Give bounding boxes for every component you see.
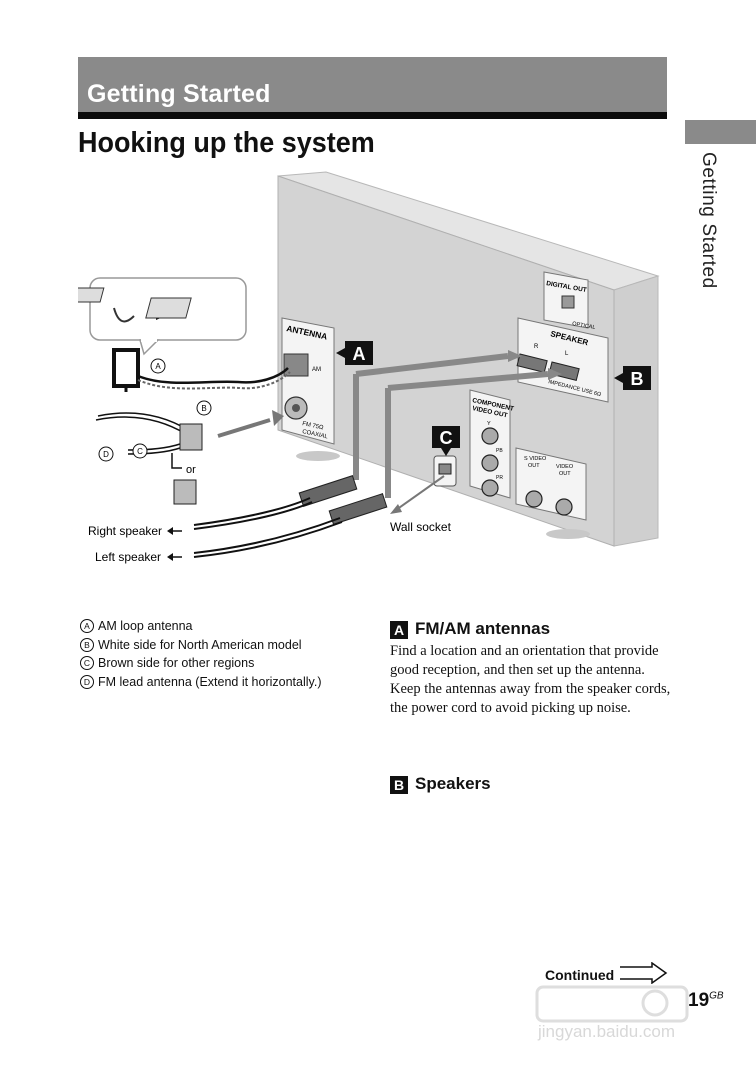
antenna-assembly-inset <box>78 277 247 356</box>
coaxial-label: COAXIAL <box>302 429 329 440</box>
am-loop-antenna <box>112 348 291 392</box>
am-label: AM <box>312 367 321 373</box>
legend-key: C <box>80 656 94 671</box>
svg-text:B: B <box>201 404 206 413</box>
video-jack <box>555 498 573 516</box>
callout-a: A <box>150 358 166 374</box>
speaker-panel: SPEAKER R L IMPEDANCE USE 6Ω <box>516 317 609 403</box>
legend-text: AM loop antenna <box>98 619 193 634</box>
am-terminal <box>283 353 309 377</box>
page-number-value: 19 <box>688 990 710 1011</box>
fm-connector-alt <box>173 479 197 505</box>
svg-text:B: B <box>631 369 644 389</box>
y-label: Y <box>487 421 491 427</box>
jack-y <box>481 427 499 445</box>
section-b-marker: B <box>390 775 408 794</box>
side-section-label: Getting Started <box>698 152 719 289</box>
legend-text: White side for North American model <box>98 637 302 652</box>
page-title: Hooking up the system <box>78 127 375 159</box>
speaker-cords <box>193 350 562 558</box>
speaker-r-label: R <box>534 344 539 350</box>
left-speaker-label: Left speaker <box>95 550 161 564</box>
jack-pb <box>481 454 499 472</box>
or-label: or <box>186 464 196 476</box>
legend-text: FM lead antenna (Extend it horizontally.… <box>98 674 322 689</box>
legend-item: D FM lead antenna (Extend it horizontally… <box>80 673 322 692</box>
svg-text:D: D <box>103 450 109 459</box>
svg-text:A: A <box>353 344 366 364</box>
callout-c: C <box>132 443 148 459</box>
continued-label: Continued <box>545 967 615 983</box>
section-a-title: FM/AM antennas <box>415 619 551 638</box>
antenna-panel: ANTENNA AM FM 75Ω COAXIAL <box>281 317 335 445</box>
component-video-panel: COMPONENT VIDEO OUT Y PB PR <box>469 389 514 499</box>
right-speaker-arrow <box>167 527 182 535</box>
hookup-diagram: ANTENNA AM FM 75Ω COAXIAL DIGITAL OUT OP… <box>78 171 660 564</box>
speaker-terminal-l <box>548 361 580 382</box>
page-number-suffix: GB <box>709 990 724 1002</box>
pr-label: PR <box>496 475 503 481</box>
watermark-text: jingyan.baidu.com <box>538 1022 676 1041</box>
s-video-jack <box>525 490 543 508</box>
video-label-2: OUT <box>559 471 571 477</box>
section-title: Getting Started <box>87 80 271 108</box>
callout-d: D <box>98 446 114 462</box>
legend-key: A <box>80 619 94 634</box>
section-a-paragraph-2: Keep the antennas away from the speaker … <box>390 681 671 716</box>
section-b-heading: B Speakers <box>390 774 491 794</box>
svg-text:C: C <box>440 428 453 448</box>
speaker-terminal-r <box>516 353 548 374</box>
section-a-marker: A <box>390 620 408 639</box>
legend-list: A AM loop antenna B White side for North A… <box>80 617 322 691</box>
marker-c: C <box>432 426 460 456</box>
digital-out-panel: DIGITAL OUT OPTICAL <box>543 271 596 331</box>
callout-b: B <box>196 400 212 416</box>
svg-text:C: C <box>137 447 143 456</box>
page-number: 19GB <box>688 990 724 1012</box>
legend-text: Brown side for other regions <box>98 656 255 671</box>
s-video-label-2: OUT <box>528 463 540 469</box>
fm-label: FM 75Ω <box>302 421 325 431</box>
marker-b: B <box>614 366 651 390</box>
video-out-panel: S VIDEO OUT VIDEO OUT <box>515 447 587 521</box>
s-video-label-1: S VIDEO <box>524 456 547 462</box>
left-speaker-arrow <box>167 553 182 561</box>
legend-key: B <box>80 637 94 652</box>
legend-item: A AM loop antenna <box>80 617 322 636</box>
section-a-paragraph-1: Find a location and an orientation that … <box>390 643 659 678</box>
wall-socket-label: Wall socket <box>390 520 452 534</box>
section-b-title: Speakers <box>415 774 491 793</box>
watermark-logo <box>535 985 689 1023</box>
section-a-body: Find a location and an orientation that … <box>390 642 675 718</box>
legend-item: B White side for North American model <box>80 636 322 655</box>
side-tab <box>685 120 756 144</box>
legend-key: D <box>80 674 94 689</box>
right-speaker-label: Right speaker <box>88 524 162 538</box>
jack-pr <box>481 479 499 497</box>
video-label-1: VIDEO <box>556 464 574 470</box>
fm-connector <box>179 423 203 451</box>
speaker-l-label: L <box>565 351 569 357</box>
continued-arrow-icon <box>620 962 668 984</box>
section-a-heading: A FM/AM antennas <box>390 619 550 639</box>
svg-text:A: A <box>155 362 161 371</box>
section-header-bar: Getting Started <box>78 57 667 119</box>
fm-lead-antenna <box>95 410 284 505</box>
pb-label: PB <box>496 448 503 454</box>
marker-a: A <box>336 341 373 365</box>
optical-label: OPTICAL <box>572 321 596 331</box>
optical-port <box>561 295 575 309</box>
legend-item: C Brown side for other regions <box>80 654 322 673</box>
